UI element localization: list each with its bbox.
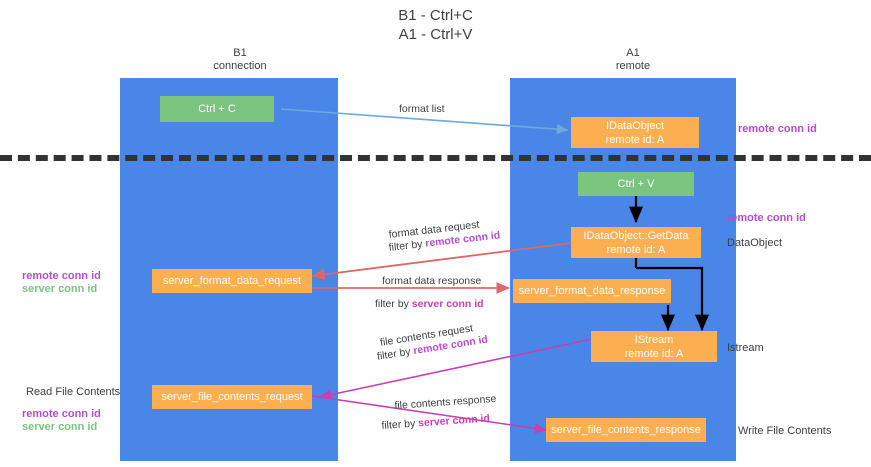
connector-format-data-request [311,242,572,281]
annotation-left-remote-conn-id-bottom: remote conn id [22,408,101,420]
connector-getdata-to-response [636,266,710,332]
annotation-right-remote-conn-id-top: remote conn id [738,123,817,135]
connector-file-contents-response [311,395,547,434]
column-header-a1: A1 remote [615,47,651,72]
annotation-left-server-conn-id-bottom: server conn id [22,421,98,433]
node-server-format-data-response[interactable]: server_format_data_response [513,279,671,303]
column-header-b1: B1 connection [213,47,267,72]
annotation-left-remote-conn-id-mid: remote conn id [22,270,101,282]
node-server-file-contents-response[interactable]: server_file_contents_response [546,418,706,442]
connector-format-list [280,108,569,135]
node-ctrl-c[interactable]: Ctrl + C [160,96,274,122]
node-server-file-contents-request[interactable]: server_file_contents_request [152,385,312,409]
filter-prefix: filter by [388,237,427,254]
annotation-left-read-file-contents: Read File Contents [26,386,121,398]
node-istream[interactable]: IStream remote id: A [591,331,717,362]
filter-prefix: filter by [375,298,412,310]
node-idataobject-getdata[interactable]: IDataObject::GetData remote id: A [571,227,701,258]
page-title: B1 - Ctrl+C A1 - Ctrl+V [398,7,473,43]
annotation-right-dataobject: DataObject [727,237,783,249]
edge-label-format-data-response-filter: filter by server conn id [375,297,484,312]
filter-key-server-conn-id: server conn id [417,412,491,430]
annotation-right-istream: Istream [727,342,764,354]
edge-label-format-data-response: format data response [382,275,482,287]
filter-key-server-conn-id: server conn id [411,298,484,310]
node-server-format-data-request[interactable]: server_format_data_request [152,269,312,293]
annotation-right-write-file-contents: Write File Contents [738,425,832,437]
filter-prefix: filter by [381,417,419,432]
node-ctrl-v[interactable]: Ctrl + V [578,172,694,196]
annotation-right-remote-conn-id-mid: remote conn id [727,212,806,224]
edge-label-format-list: format list [399,103,445,115]
node-idataobject[interactable]: IDataObject remote id: A [571,117,699,148]
section-divider [0,155,871,161]
connector-file-contents-request [319,338,593,400]
annotation-left-server-conn-id-mid: server conn id [22,283,98,295]
